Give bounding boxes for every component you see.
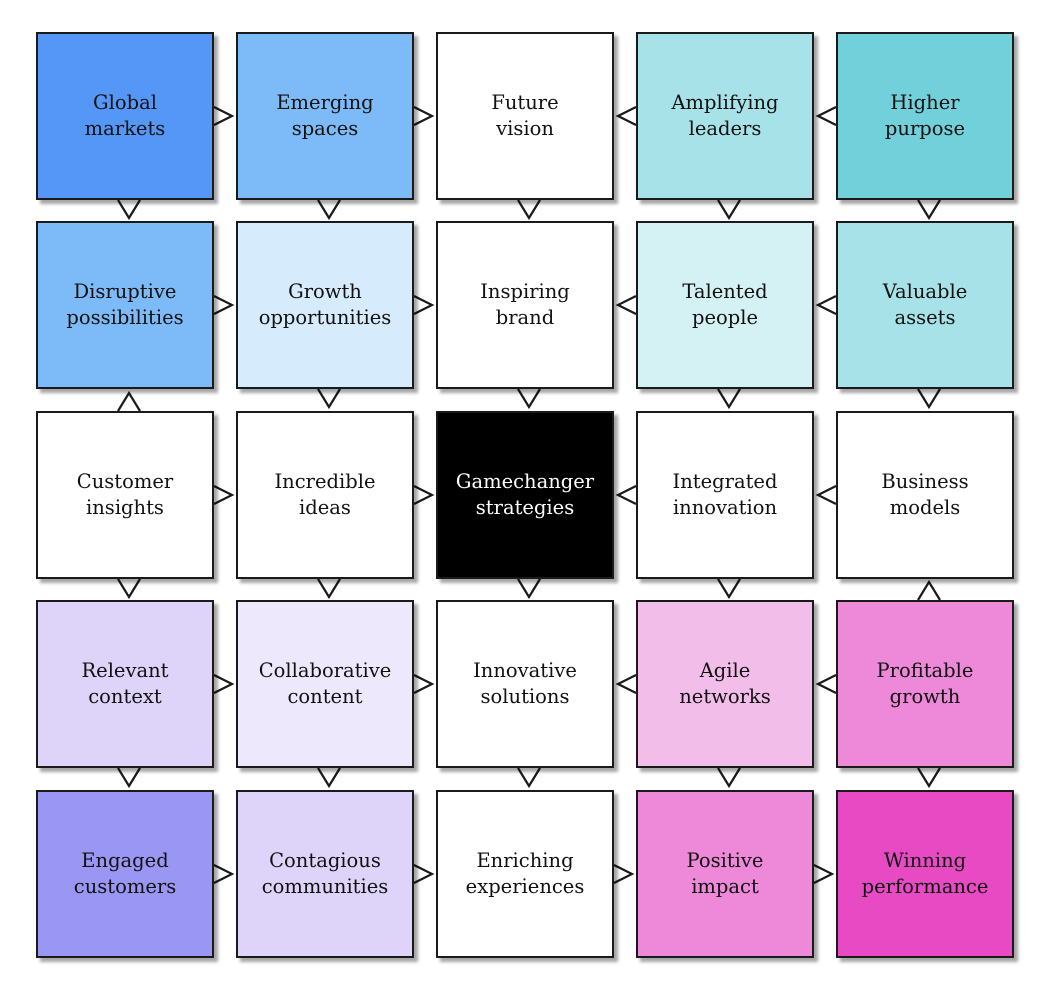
tile-label: Talented people — [682, 280, 768, 329]
arrow-left-icon — [815, 295, 837, 315]
tile-engaged-customers: Engaged customers — [36, 790, 214, 958]
tile-label: Valuable assets — [882, 280, 968, 329]
tile-relevant-context: Relevant context — [36, 600, 214, 768]
arrow-right-icon — [413, 864, 435, 884]
tile-higher-purpose: Higher purpose — [836, 32, 1014, 200]
tile-integrated-innovation: Integrated innovation — [636, 411, 814, 579]
arrow-up-icon — [117, 390, 141, 412]
tile-label: Enriching experiences — [465, 849, 585, 898]
tile-agile-networks: Agile networks — [636, 600, 814, 768]
tile-business-models: Business models — [836, 411, 1014, 579]
arrow-right-icon — [213, 295, 235, 315]
arrow-down-icon — [317, 578, 341, 600]
arrow-left-icon — [815, 106, 837, 126]
arrow-left-icon — [615, 674, 637, 694]
arrow-down-icon — [117, 578, 141, 600]
arrow-down-icon — [917, 199, 941, 221]
arrow-down-icon — [517, 578, 541, 600]
arrow-left-icon — [815, 485, 837, 505]
arrow-down-icon — [717, 578, 741, 600]
tile-label: Inspiring brand — [480, 280, 570, 329]
tile-label: Winning performance — [861, 849, 989, 898]
tile-label: Growth opportunities — [258, 280, 392, 329]
tile-label: Disruptive possibilities — [66, 280, 184, 329]
tile-incredible-ideas: Incredible ideas — [236, 411, 414, 579]
arrow-up-icon — [917, 579, 941, 601]
arrow-down-icon — [917, 388, 941, 410]
tile-gamechanger-strategies: Gamechanger strategies — [436, 411, 614, 579]
tile-label: Agile networks — [679, 659, 771, 708]
tile-amplifying-leaders: Amplifying leaders — [636, 32, 814, 200]
tile-winning-performance: Winning performance — [836, 790, 1014, 958]
tile-label: Incredible ideas — [274, 470, 376, 519]
tile-label: Amplifying leaders — [671, 91, 779, 140]
arrow-down-icon — [117, 767, 141, 789]
tile-talented-people: Talented people — [636, 221, 814, 389]
tile-collaborative-content: Collaborative content — [236, 600, 414, 768]
tile-label: Higher purpose — [884, 91, 966, 140]
arrow-left-icon — [615, 485, 637, 505]
arrow-right-icon — [213, 674, 235, 694]
arrow-right-icon — [413, 106, 435, 126]
tile-future-vision: Future vision — [436, 32, 614, 200]
arrow-down-icon — [717, 199, 741, 221]
tile-label: Profitable growth — [876, 659, 974, 708]
arrow-right-icon — [813, 864, 835, 884]
tile-label: Relevant context — [81, 659, 169, 708]
arrow-down-icon — [917, 767, 941, 789]
arrow-right-icon — [413, 674, 435, 694]
tile-label: Business models — [881, 470, 969, 519]
arrow-left-icon — [615, 106, 637, 126]
tile-label: Customer insights — [76, 470, 174, 519]
tile-positive-impact: Positive impact — [636, 790, 814, 958]
tile-global-markets: Global markets — [36, 32, 214, 200]
tile-label: Gamechanger strategies — [455, 470, 595, 519]
arrow-down-icon — [517, 767, 541, 789]
tile-emerging-spaces: Emerging spaces — [236, 32, 414, 200]
tile-label: Integrated innovation — [672, 470, 778, 519]
tile-profitable-growth: Profitable growth — [836, 600, 1014, 768]
tile-label: Emerging spaces — [276, 91, 374, 140]
tile-valuable-assets: Valuable assets — [836, 221, 1014, 389]
tile-label: Innovative solutions — [473, 659, 577, 708]
arrow-down-icon — [117, 199, 141, 221]
tile-innovative-solutions: Innovative solutions — [436, 600, 614, 768]
arrow-down-icon — [317, 199, 341, 221]
tile-label: Positive impact — [686, 849, 764, 898]
arrow-right-icon — [413, 295, 435, 315]
tile-growth-opportunities: Growth opportunities — [236, 221, 414, 389]
arrow-right-icon — [213, 864, 235, 884]
arrow-right-icon — [213, 106, 235, 126]
tile-label: Contagious communities — [261, 849, 389, 898]
arrow-down-icon — [517, 388, 541, 410]
tile-contagious-communities: Contagious communities — [236, 790, 414, 958]
tile-customer-insights: Customer insights — [36, 411, 214, 579]
arrow-down-icon — [317, 388, 341, 410]
tile-label: Global markets — [84, 91, 166, 140]
tile-label: Engaged customers — [73, 849, 177, 898]
arrow-right-icon — [413, 485, 435, 505]
tile-label: Future vision — [491, 91, 559, 140]
tile-disruptive-possibilities: Disruptive possibilities — [36, 221, 214, 389]
arrow-left-icon — [815, 674, 837, 694]
tile-enriching-experiences: Enriching experiences — [436, 790, 614, 958]
arrow-down-icon — [517, 199, 541, 221]
arrow-left-icon — [615, 295, 637, 315]
arrow-right-icon — [613, 864, 635, 884]
arrow-down-icon — [717, 388, 741, 410]
arrow-down-icon — [717, 767, 741, 789]
tile-label: Collaborative content — [258, 659, 392, 708]
tile-inspiring-brand: Inspiring brand — [436, 221, 614, 389]
arrow-down-icon — [317, 767, 341, 789]
arrow-right-icon — [213, 485, 235, 505]
